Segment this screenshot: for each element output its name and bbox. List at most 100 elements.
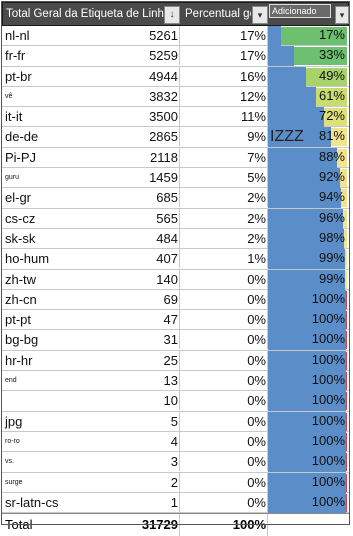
filter-dropdown-icon[interactable]: ▾ bbox=[252, 6, 268, 24]
row-percent[interactable]: 0% bbox=[247, 494, 266, 510]
row-cumulative-cell[interactable]: 72% bbox=[268, 107, 348, 128]
row-count[interactable]: 2 bbox=[170, 474, 178, 490]
row-percent[interactable]: 16% bbox=[239, 68, 266, 84]
row-count[interactable]: 484 bbox=[156, 230, 178, 246]
row-count[interactable]: 4 bbox=[170, 433, 178, 449]
row-cumulative-cell[interactable]: 100% bbox=[268, 431, 348, 452]
row-label[interactable]: vs. bbox=[5, 458, 14, 466]
row-cumulative-cell[interactable]: 100% bbox=[268, 411, 348, 432]
row-count[interactable]: 565 bbox=[156, 210, 178, 226]
row-cumulative-cell[interactable]: 100% bbox=[268, 310, 348, 331]
row-percent[interactable]: 2% bbox=[247, 230, 266, 246]
row-label[interactable]: nl-nl bbox=[5, 28, 30, 43]
row-label[interactable]: el-gr bbox=[5, 190, 32, 206]
table-row[interactable]: el-gr 685 2%94% bbox=[2, 188, 349, 209]
row-cumulative-cell[interactable]: 98% bbox=[268, 228, 348, 249]
table-row[interactable]: sr-latn-cs 1 0%100% bbox=[2, 492, 349, 514]
row-cumulative-cell[interactable]: 100% bbox=[268, 350, 348, 371]
row-label[interactable]: end bbox=[5, 377, 17, 385]
row-percent[interactable]: 5% bbox=[247, 170, 266, 186]
row-percent[interactable]: 9% bbox=[247, 129, 266, 145]
row-cumulative-cell[interactable]: 100% bbox=[268, 289, 348, 310]
row-percent[interactable]: 2% bbox=[247, 190, 266, 206]
row-cumulative-cell[interactable]: 100% bbox=[268, 391, 348, 412]
row-count[interactable]: 2865 bbox=[149, 129, 178, 145]
row-label[interactable]: Pi-PJ bbox=[5, 149, 37, 165]
row-percent[interactable]: 0% bbox=[247, 352, 266, 368]
row-count[interactable]: 69 bbox=[163, 291, 178, 307]
row-label[interactable]: pt-br bbox=[5, 68, 32, 84]
row-cumulative-cell[interactable]: 96% bbox=[268, 208, 348, 229]
row-count[interactable]: 2118 bbox=[150, 149, 178, 165]
row-count[interactable]: 5259 bbox=[149, 48, 178, 64]
row-percent[interactable]: 12% bbox=[239, 88, 266, 104]
row-count[interactable]: 31 bbox=[163, 332, 178, 348]
row-label[interactable]: sk-sk bbox=[5, 230, 36, 246]
row-count[interactable]: 3500 bbox=[149, 109, 178, 125]
row-percent[interactable]: 11% bbox=[240, 109, 266, 125]
row-percent[interactable]: 7% bbox=[247, 149, 266, 165]
table-row[interactable]: sk-sk 484 2%98% bbox=[2, 228, 349, 250]
row-count[interactable]: 3 bbox=[170, 454, 178, 470]
row-count[interactable]: 140 bbox=[156, 271, 178, 287]
row-percent[interactable]: 0% bbox=[247, 312, 266, 328]
row-label[interactable]: vê bbox=[5, 92, 13, 100]
row-percent[interactable]: 0% bbox=[247, 373, 266, 389]
row-label[interactable]: fr-fr bbox=[5, 48, 26, 64]
row-percent[interactable]: 2% bbox=[247, 210, 266, 226]
row-percent[interactable]: 0% bbox=[247, 332, 266, 348]
row-percent[interactable]: 0% bbox=[247, 271, 266, 287]
row-count[interactable]: 5 bbox=[170, 413, 178, 429]
row-cumulative-cell[interactable]: 94% bbox=[268, 188, 348, 209]
row-cumulative-cell[interactable]: 33% bbox=[268, 46, 348, 67]
row-label[interactable]: zh-cn bbox=[5, 291, 37, 307]
row-count[interactable]: 1 bbox=[170, 494, 178, 510]
row-label[interactable]: guru bbox=[5, 174, 20, 182]
header-row-labels[interactable]: Total Geral da Etiqueta de Linhas bbox=[6, 8, 166, 20]
row-count[interactable]: 685 bbox=[156, 190, 178, 206]
row-cumulative-cell[interactable]: 88% bbox=[268, 147, 348, 168]
row-label[interactable]: zh-tw bbox=[5, 271, 37, 287]
table-row[interactable]: it-it 3500 11%72% bbox=[2, 107, 349, 128]
row-cumulative-cell[interactable]: 100% bbox=[268, 330, 348, 351]
row-cumulative-cell[interactable]: 92% bbox=[268, 168, 348, 189]
row-percent[interactable]: 0% bbox=[247, 413, 266, 429]
row-cumulative-cell[interactable]: 100% bbox=[268, 472, 348, 493]
row-cumulative-cell[interactable]: 17% bbox=[268, 26, 348, 46]
row-cumulative-cell[interactable]: 61% bbox=[268, 86, 348, 107]
row-label[interactable]: bg-bg bbox=[5, 332, 39, 348]
row-percent[interactable]: 17% bbox=[239, 28, 266, 43]
row-cumulative-cell[interactable]: 100% bbox=[268, 492, 348, 513]
row-percent[interactable]: 1% bbox=[247, 251, 266, 267]
table-row[interactable]: surge 2 0%100% bbox=[2, 472, 349, 493]
row-count[interactable]: 1459 bbox=[149, 170, 178, 186]
row-label[interactable]: ro-ro bbox=[5, 437, 20, 445]
sort-descending-icon[interactable]: ↓ bbox=[164, 6, 180, 24]
row-label[interactable]: surge bbox=[5, 478, 23, 486]
row-label[interactable]: it-it bbox=[5, 109, 23, 125]
row-label[interactable]: jpg bbox=[5, 413, 23, 429]
row-percent[interactable]: 17% bbox=[239, 48, 266, 64]
row-cumulative-cell[interactable]: 49% bbox=[268, 66, 348, 87]
row-percent[interactable]: 0% bbox=[247, 393, 266, 409]
row-label[interactable]: pt-pt bbox=[5, 312, 32, 328]
header-added[interactable]: Adicionado bbox=[269, 4, 331, 18]
row-label[interactable]: ho-hum bbox=[5, 251, 50, 267]
row-label[interactable]: cs-cz bbox=[5, 210, 36, 226]
row-cumulative-cell[interactable]: 100% bbox=[268, 452, 348, 473]
row-percent[interactable]: 0% bbox=[247, 474, 266, 490]
row-cumulative-cell[interactable]: 99% bbox=[268, 269, 348, 290]
row-label[interactable]: sr-latn-cs bbox=[5, 494, 59, 510]
table-row[interactable]: bg-bg 31 0%100% bbox=[2, 330, 349, 351]
